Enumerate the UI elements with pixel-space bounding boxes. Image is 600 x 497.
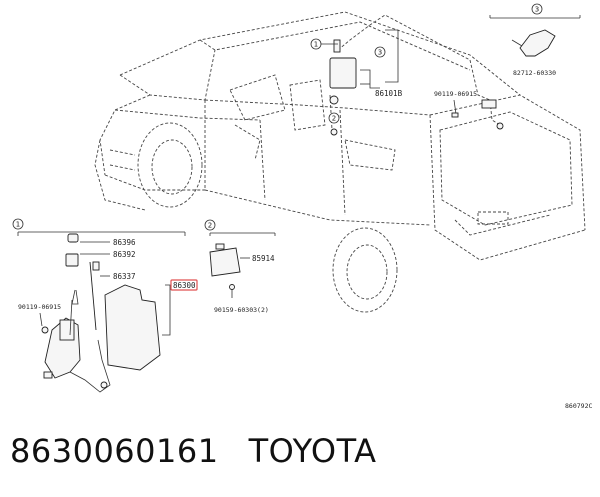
svg-text:3: 3: [378, 49, 382, 57]
part-number: 8630060161: [10, 432, 219, 470]
svg-text:1: 1: [16, 221, 20, 229]
svg-text:86337: 86337: [113, 272, 136, 281]
svg-text:3: 3: [535, 6, 539, 14]
vehicle-outline: [94, 11, 586, 313]
svg-text:82712-60330: 82712-60330: [513, 69, 556, 77]
svg-text:86300: 86300: [173, 281, 196, 290]
svg-text:2: 2: [332, 115, 336, 123]
callout-2-top: 2: [328, 112, 340, 124]
part-footer: 8630060161 TOYOTA: [10, 432, 377, 470]
label-90119-06915-top: 90119-06915: [434, 90, 477, 118]
svg-text:86101B: 86101B: [375, 89, 403, 98]
svg-text:2: 2: [208, 222, 212, 230]
svg-text:1: 1: [314, 41, 318, 49]
highlight-86300: [170, 279, 198, 291]
svg-text:90159-60303(2): 90159-60303(2): [214, 306, 269, 314]
diagram-id: 860792C: [565, 402, 592, 410]
svg-text:86396: 86396: [113, 238, 136, 247]
svg-text:90119-06915: 90119-06915: [434, 90, 477, 98]
brand-name: TOYOTA: [248, 432, 377, 470]
svg-text:90119-06915: 90119-06915: [18, 303, 61, 311]
rear-connector: [481, 99, 504, 130]
svg-text:86392: 86392: [113, 250, 136, 259]
svg-text:85914: 85914: [252, 254, 275, 263]
label-82712-60330-group: 3 82712-60330: [489, 3, 581, 77]
amplifier-assembly: [329, 39, 357, 136]
callout-1-top: 1: [310, 38, 338, 50]
callout-3-top: 3: [374, 46, 386, 58]
detail-box-1: 1 86396 86392 86337 86300 90119-06915: [12, 218, 198, 393]
label-86101B: 86101B: [360, 29, 403, 98]
detail-box-2: 2 85914 90159-60303(2): [204, 219, 276, 314]
